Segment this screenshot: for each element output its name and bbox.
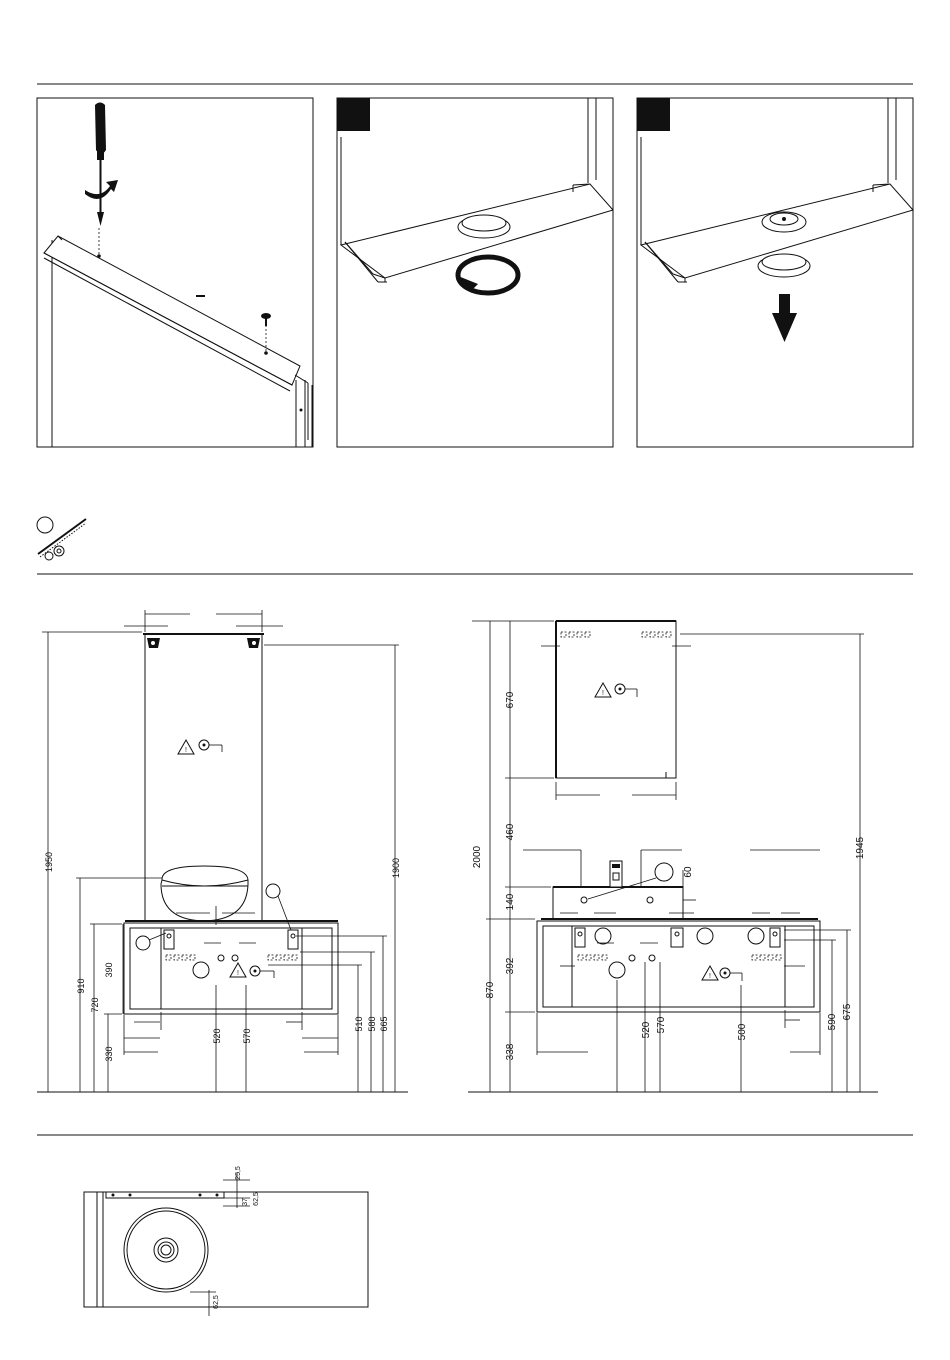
panel-1-frame	[37, 98, 313, 447]
drain-hole	[193, 962, 209, 978]
electrical-warning-icon: !	[230, 963, 246, 977]
dim-62-5-top: 62,5	[253, 1192, 260, 1206]
step-panel-3	[637, 98, 913, 447]
dim-cabinet-height: 390	[104, 962, 114, 977]
dim-580: 580	[367, 1016, 377, 1031]
dim-side-60: 60	[683, 866, 694, 878]
socket-icon	[615, 684, 625, 694]
top-view-drawing	[84, 1172, 368, 1316]
electrical-warning-icon: !	[595, 683, 611, 697]
rotate-arrow-icon	[458, 257, 518, 293]
screwdriver-icon	[95, 103, 106, 227]
dim-510: 510	[354, 1016, 364, 1031]
dim-140: 140	[505, 893, 516, 910]
dim-392: 392	[505, 957, 516, 974]
hole-marker	[136, 936, 150, 950]
drain-hole	[609, 962, 625, 978]
socket-icon	[199, 740, 209, 750]
side-view-drawing: !	[468, 621, 878, 1092]
hardware-marker	[266, 884, 280, 898]
dim-side-total-height: 2000	[472, 845, 483, 868]
dim-25-5: 25,5	[235, 1166, 242, 1180]
socket-icon	[250, 966, 260, 976]
dim-side-570: 570	[656, 1016, 667, 1033]
light-cap	[458, 215, 510, 238]
mount-bracket-icon	[147, 638, 260, 648]
dim-cabinet-top: 720	[90, 997, 100, 1012]
step-panel-2	[337, 98, 613, 447]
electrical-warning-icon: !	[702, 966, 718, 980]
step-badge-3	[637, 98, 670, 131]
washer	[54, 546, 64, 556]
svg-text:!: !	[237, 970, 239, 977]
hardware-marker	[655, 863, 673, 881]
dim-mirror-height: 670	[505, 691, 516, 708]
dim-338: 338	[505, 1043, 516, 1060]
dim-side-right-height: 1945	[855, 836, 866, 859]
hardware-icon	[37, 517, 86, 560]
svg-text:!: !	[709, 973, 711, 980]
dim-total-height: 1950	[44, 852, 54, 872]
socket-icon	[720, 968, 730, 978]
dim-460: 460	[505, 823, 516, 840]
dim-665: 665	[379, 1016, 389, 1031]
nut	[45, 552, 53, 560]
dim-side-500: 500	[737, 1023, 748, 1040]
dim-side-590: 590	[827, 1013, 838, 1030]
dim-socket-offset: 570	[242, 1028, 252, 1043]
dim-side-675: 675	[842, 1003, 853, 1020]
electrical-warning-icon: !	[178, 740, 194, 754]
dim-62-5-bottom: 62,5	[213, 1295, 220, 1309]
step-badge-2	[337, 98, 370, 131]
top-profile	[44, 236, 300, 385]
svg-text:!: !	[185, 747, 187, 754]
svg-text:!: !	[602, 690, 604, 697]
dim-37: 37	[242, 1198, 249, 1206]
basin-top	[124, 1208, 208, 1292]
dim-mirror-top-height: 1900	[391, 858, 401, 878]
down-arrow-icon	[772, 294, 797, 342]
dim-cabinet-bottom: 330	[104, 1046, 114, 1061]
faucet-icon	[610, 861, 622, 887]
mirror-cabinet-side	[556, 621, 676, 778]
dim-side-520: 520	[641, 1021, 652, 1038]
wall-rail	[106, 1192, 224, 1198]
hardware-marker-circle	[37, 517, 53, 533]
screw-icon	[261, 313, 271, 326]
light-cap	[758, 254, 810, 277]
step-panel-1	[37, 98, 313, 447]
dim-drain-offset: 520	[212, 1028, 222, 1043]
light-socket	[762, 212, 806, 232]
dim-basin-height: 910	[76, 978, 86, 993]
dim-870: 870	[485, 981, 496, 998]
front-view-drawing: !	[37, 610, 408, 1092]
basin-side	[553, 887, 683, 919]
